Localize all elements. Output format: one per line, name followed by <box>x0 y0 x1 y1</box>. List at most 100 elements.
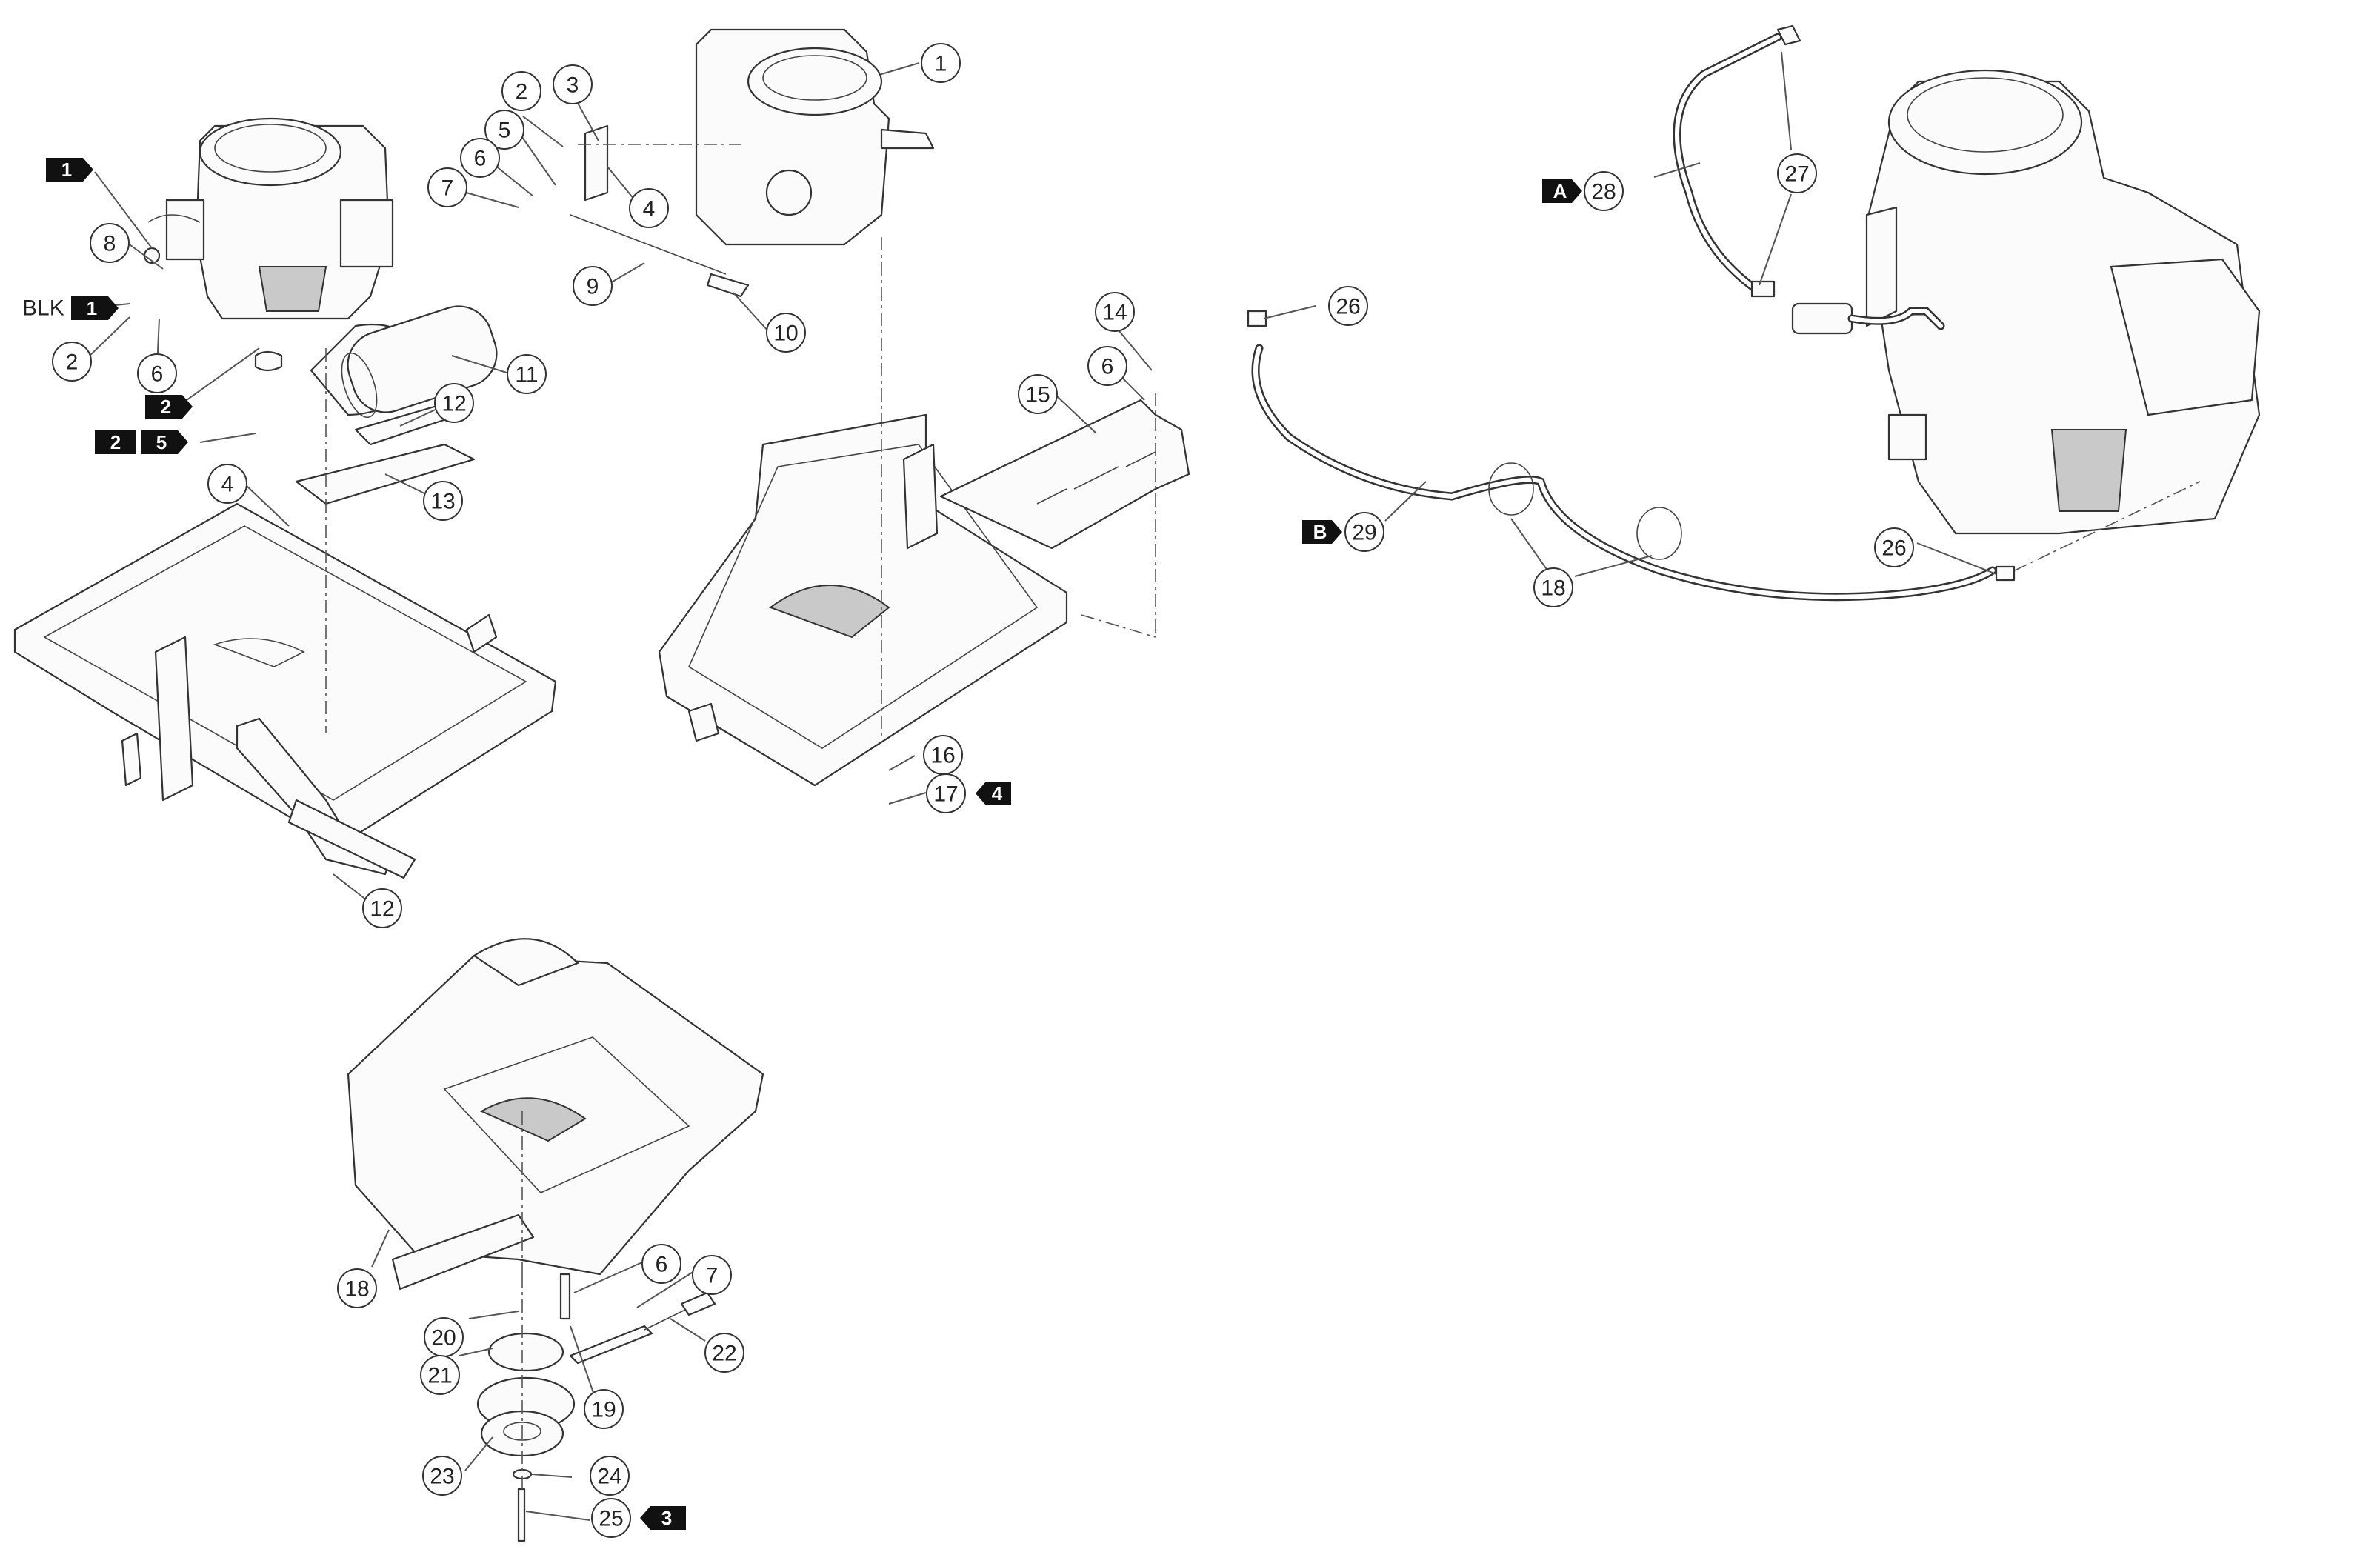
callout-29: 29 <box>1344 512 1384 552</box>
callout-26: 26 <box>1874 527 1914 567</box>
svg-text:15: 15 <box>1025 383 1050 407</box>
svg-text:3: 3 <box>567 73 579 98</box>
callout-1: 1 <box>921 43 961 83</box>
svg-text:28: 28 <box>1591 180 1616 204</box>
callout-4: 4 <box>629 188 669 228</box>
callout-6: 6 <box>641 1244 681 1284</box>
svg-text:6: 6 <box>656 1253 668 1277</box>
callout-4: 4 <box>207 464 247 504</box>
frame-center <box>658 413 1068 787</box>
callout-18: 18 <box>337 1268 377 1308</box>
tag-A: A <box>1542 179 1582 203</box>
rear-guard <box>939 399 1190 550</box>
callout-28: 28 <box>1584 171 1624 211</box>
callout-9: 9 <box>573 266 613 306</box>
callout-11: 11 <box>507 354 547 394</box>
svg-text:21: 21 <box>427 1364 452 1388</box>
callout-8: 8 <box>90 223 130 263</box>
svg-text:26: 26 <box>1336 295 1360 319</box>
svg-text:4: 4 <box>643 197 656 222</box>
svg-text:B: B <box>1313 521 1327 543</box>
clutch <box>476 1291 716 1457</box>
callout-13: 13 <box>423 481 463 521</box>
svg-text:17: 17 <box>933 782 958 807</box>
svg-text:4: 4 <box>992 782 1003 805</box>
callout-18: 18 <box>1533 567 1573 607</box>
svg-text:5: 5 <box>499 119 511 143</box>
svg-text:18: 18 <box>1541 576 1565 601</box>
svg-text:27: 27 <box>1784 162 1809 187</box>
svg-text:A: A <box>1553 180 1567 202</box>
svg-text:12: 12 <box>370 897 394 922</box>
callout-7: 7 <box>692 1255 732 1295</box>
tag-2-5: 2 5 <box>95 430 188 454</box>
svg-text:6: 6 <box>151 362 164 387</box>
svg-text:3: 3 <box>661 1507 672 1529</box>
svg-text:1: 1 <box>935 52 947 76</box>
svg-text:19: 19 <box>591 1398 616 1422</box>
svg-text:2: 2 <box>66 350 79 375</box>
callout-19: 19 <box>584 1389 624 1429</box>
svg-text:1: 1 <box>87 297 97 319</box>
engine-center <box>695 28 935 246</box>
callout-26: 26 <box>1328 286 1368 326</box>
svg-text:25: 25 <box>599 1507 623 1531</box>
svg-text:9: 9 <box>587 275 599 299</box>
callout-2: 2 <box>52 342 92 382</box>
frame-left <box>13 502 557 879</box>
callout-2: 2 <box>501 71 541 111</box>
tag-3: 3 <box>640 1506 686 1530</box>
svg-text:26: 26 <box>1881 536 1906 561</box>
callout-17: 17 <box>926 773 966 813</box>
engine-right <box>1865 69 2261 535</box>
svg-text:14: 14 <box>1102 301 1127 325</box>
callout-10: 10 <box>766 313 806 353</box>
callout-20: 20 <box>424 1317 464 1357</box>
svg-text:18: 18 <box>344 1277 369 1302</box>
callout-6: 6 <box>1087 346 1127 386</box>
tag-4: 4 <box>976 782 1011 805</box>
svg-text:24: 24 <box>597 1465 621 1489</box>
engine-left <box>143 117 394 320</box>
svg-text:5: 5 <box>156 431 167 453</box>
svg-text:16: 16 <box>930 744 955 768</box>
svg-text:13: 13 <box>430 490 455 514</box>
callout-16: 16 <box>923 735 963 775</box>
svg-text:20: 20 <box>431 1326 456 1351</box>
tag-B: B <box>1302 520 1342 544</box>
callout-24: 24 <box>590 1456 630 1496</box>
callout-12: 12 <box>434 383 474 423</box>
callout-6: 6 <box>137 353 177 393</box>
tag-1-blk: 1 <box>71 296 119 320</box>
callout-21: 21 <box>420 1355 460 1395</box>
svg-text:2: 2 <box>161 396 171 418</box>
svg-text:23: 23 <box>430 1465 454 1489</box>
callout-5: 5 <box>484 110 524 150</box>
callout-6: 6 <box>460 138 500 178</box>
callout-14: 14 <box>1095 292 1135 332</box>
svg-text:2: 2 <box>110 431 121 453</box>
callout-27: 27 <box>1777 153 1817 193</box>
svg-text:6: 6 <box>474 147 487 171</box>
callout-12: 12 <box>362 888 402 928</box>
svg-text:10: 10 <box>773 322 798 346</box>
fuel-line-upper <box>1673 24 1945 335</box>
svg-text:29: 29 <box>1352 521 1376 545</box>
frame-clutch-view <box>347 938 764 1291</box>
svg-text:2: 2 <box>516 80 528 104</box>
svg-text:8: 8 <box>104 232 116 256</box>
callout-7: 7 <box>427 167 467 207</box>
callout-3: 3 <box>553 64 593 104</box>
svg-text:7: 7 <box>706 1264 719 1288</box>
svg-text:11: 11 <box>515 363 538 387</box>
engine-mount-hardware <box>570 124 750 298</box>
callout-23: 23 <box>422 1456 462 1496</box>
svg-text:1: 1 <box>61 159 72 181</box>
blk-label: BLK <box>22 296 64 321</box>
svg-text:7: 7 <box>441 176 454 201</box>
svg-text:6: 6 <box>1101 355 1114 379</box>
fuel-line-lower <box>1247 310 2016 602</box>
svg-text:12: 12 <box>441 392 466 416</box>
svg-text:22: 22 <box>712 1342 736 1366</box>
